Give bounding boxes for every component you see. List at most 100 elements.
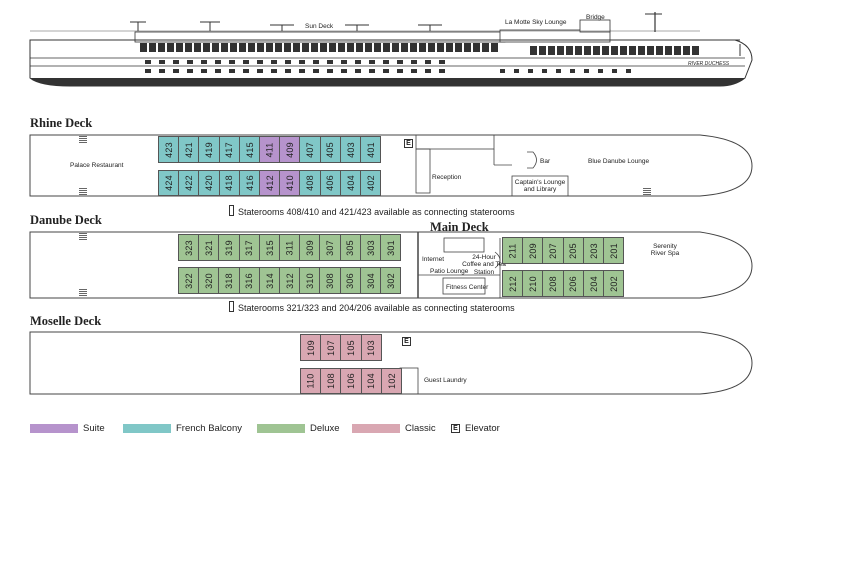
stateroom-number: 410	[284, 175, 295, 191]
stateroom-number: 407	[304, 141, 315, 158]
stateroom-number: 304	[365, 272, 376, 289]
stateroom-202: 202	[603, 270, 625, 297]
stateroom-320: 320	[198, 267, 220, 294]
danube-deck-title: Danube Deck	[30, 213, 102, 227]
stateroom-209: 209	[522, 237, 544, 264]
legend-swatch	[257, 424, 305, 433]
stateroom-319: 319	[218, 234, 240, 261]
stateroom-number: 318	[223, 272, 234, 289]
bridge-label: Bridge	[586, 14, 605, 21]
stateroom-402: 402	[360, 170, 382, 196]
stateroom-number: 423	[163, 141, 174, 158]
stateroom-number: 306	[345, 272, 356, 289]
stateroom-407: 407	[299, 136, 321, 163]
stateroom-number: 107	[325, 339, 336, 356]
stateroom-number: 408	[304, 175, 315, 191]
stateroom-304: 304	[359, 267, 381, 294]
stateroom-106: 106	[340, 368, 362, 394]
spa-label: Serenity River Spa	[650, 243, 680, 258]
stateroom-number: 323	[183, 239, 194, 256]
stateroom-number: 417	[224, 141, 235, 158]
stateroom-number: 405	[325, 141, 336, 158]
stateroom-number: 108	[325, 373, 336, 389]
stateroom-105: 105	[340, 334, 362, 361]
stateroom-number: 424	[163, 175, 174, 191]
elevator-icon: E	[404, 139, 413, 148]
window-row-upper	[140, 43, 699, 55]
moselle-deck-title: Moselle Deck	[30, 314, 102, 328]
bar-label: Bar	[540, 158, 551, 165]
stateroom-number: 104	[366, 373, 377, 389]
stateroom-number: 302	[385, 272, 396, 289]
stateroom-103: 103	[360, 334, 382, 361]
connecting-symbol-icon	[229, 301, 234, 312]
ship-profile	[29, 12, 753, 87]
fitness-center-label: Fitness Center	[446, 284, 489, 291]
window-row-lower	[145, 69, 445, 73]
legend-suite: Suite	[30, 423, 105, 434]
stateroom-number: 319	[223, 239, 234, 256]
stateroom-321: 321	[198, 234, 220, 261]
stateroom-number: 420	[203, 175, 214, 191]
main-deck-title: Main Deck	[430, 220, 489, 234]
stateroom-403: 403	[339, 136, 361, 163]
stateroom-number: 422	[183, 175, 194, 191]
stateroom-416: 416	[238, 170, 260, 196]
stateroom-number: 415	[244, 141, 255, 158]
stateroom-number: 320	[203, 272, 214, 289]
stateroom-number: 305	[345, 239, 356, 256]
stateroom-number: 402	[365, 175, 376, 191]
stateroom-number: 211	[507, 243, 518, 258]
reception-label: Reception	[432, 174, 462, 181]
stateroom-316: 316	[238, 267, 260, 294]
stateroom-417: 417	[218, 136, 240, 163]
connecting-symbol-icon	[229, 205, 234, 216]
stateroom-312: 312	[279, 267, 301, 294]
stateroom-322: 322	[178, 267, 200, 294]
sun-deck-label: Sun Deck	[305, 23, 334, 30]
stateroom-405: 405	[319, 136, 341, 163]
stateroom-number: 201	[608, 242, 619, 259]
stateroom-number: 416	[244, 175, 255, 191]
stateroom-number: 322	[183, 272, 194, 289]
danube-connecting-note: Staterooms 321/323 and 204/206 available…	[229, 301, 515, 313]
elevator-icon: E	[451, 424, 460, 433]
legend-french-balcony: French Balcony	[123, 423, 242, 434]
stateroom-110: 110	[300, 368, 322, 394]
stateroom-409: 409	[279, 136, 301, 163]
stateroom-415: 415	[238, 136, 260, 163]
stateroom-323: 323	[178, 234, 200, 261]
stateroom-314: 314	[258, 267, 280, 294]
stateroom-412: 412	[259, 170, 281, 196]
rhine-connecting-note: Staterooms 408/410 and 421/423 available…	[229, 205, 515, 217]
legend-elevator: E Elevator	[451, 423, 500, 434]
stateroom-number: 207	[547, 242, 558, 259]
stateroom-number: 406	[325, 175, 336, 191]
stateroom-number: 307	[324, 239, 335, 256]
stateroom-number: 321	[203, 239, 214, 256]
stateroom-401: 401	[360, 136, 382, 163]
stateroom-number: 203	[588, 242, 599, 259]
stateroom-number: 312	[284, 272, 295, 289]
stateroom-109: 109	[300, 334, 322, 361]
stateroom-303: 303	[359, 234, 381, 261]
stateroom-422: 422	[178, 170, 200, 196]
stateroom-423: 423	[158, 136, 180, 163]
elevator-icon: E	[402, 337, 411, 346]
stateroom-number: 109	[305, 339, 316, 356]
stateroom-102: 102	[380, 368, 402, 394]
stateroom-number: 308	[324, 272, 335, 289]
stateroom-number: 315	[264, 239, 275, 256]
stateroom-number: 103	[366, 339, 377, 356]
stateroom-number: 316	[244, 272, 255, 289]
stateroom-number: 311	[284, 240, 295, 255]
stateroom-418: 418	[218, 170, 240, 196]
captains-lounge-label: Captain's Lounge and Library	[514, 179, 566, 194]
stateroom-408: 408	[299, 170, 321, 196]
stateroom-310: 310	[299, 267, 321, 294]
stateroom-315: 315	[258, 234, 280, 261]
stateroom-number: 412	[264, 175, 275, 191]
stateroom-number: 209	[527, 242, 538, 259]
window-row-middle	[145, 60, 631, 73]
stateroom-number: 105	[345, 339, 356, 356]
